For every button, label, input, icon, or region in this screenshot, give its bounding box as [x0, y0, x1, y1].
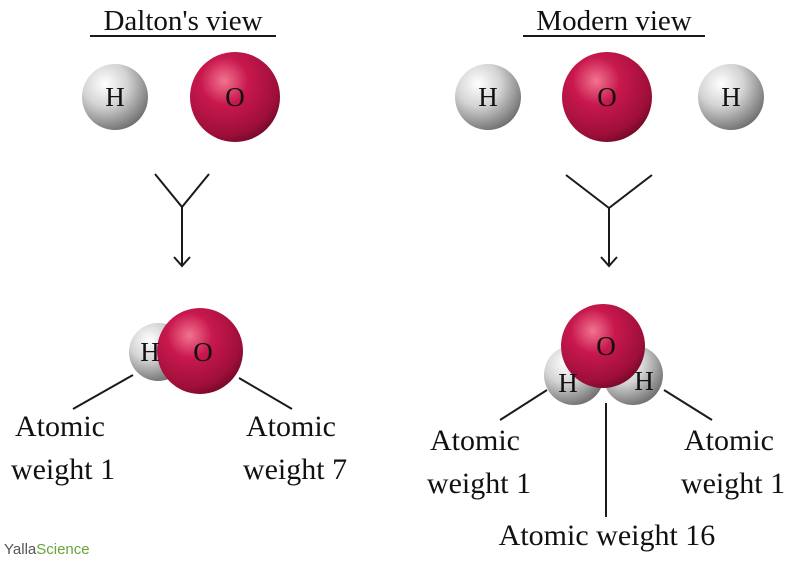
dalton-panel: Dalton's view H O H O Atomic weigh	[11, 5, 347, 486]
modern-oxygen-symbol: O	[597, 82, 617, 112]
dalton-molecule-hydrogen-symbol: H	[140, 337, 160, 367]
modern-title: Modern view	[536, 5, 691, 37]
modern-caption-oxygen: Atomic weight 16	[499, 519, 716, 552]
modern-hydrogen-symbol-left: H	[478, 82, 498, 112]
modern-caption-left-line1: Atomic	[430, 424, 520, 457]
dalton-molecule: H O	[129, 308, 243, 394]
modern-right-hydrogen-leader	[663, 389, 713, 421]
dalton-oxygen-symbol: O	[225, 82, 245, 112]
dalton-oxygen-leader	[238, 377, 293, 410]
dalton-molecule-oxygen-symbol: O	[193, 337, 213, 367]
modern-oxygen-atom: O	[562, 52, 652, 142]
modern-hydrogen-atom-left: H	[455, 64, 521, 130]
dalton-caption-h-line2: weight 1	[11, 453, 115, 486]
modern-molecule-hydrogen-symbol-right: H	[634, 366, 654, 396]
dalton-hydrogen-leader	[72, 374, 134, 410]
modern-molecule-hydrogen-symbol-left: H	[558, 368, 578, 398]
watermark-logo: YallaScience	[4, 541, 90, 558]
modern-hydrogen-symbol-right: H	[721, 82, 741, 112]
dalton-combine-arrow	[154, 173, 210, 268]
dalton-caption-o-line2: weight 7	[243, 453, 347, 486]
dalton-title: Dalton's view	[103, 5, 262, 37]
modern-hydrogen-atom-right: H	[698, 64, 764, 130]
dalton-hydrogen-atom: H	[82, 64, 148, 130]
dalton-caption-o-line1: Atomic	[246, 410, 336, 443]
watermark-brand-accent: Science	[36, 541, 90, 558]
modern-left-hydrogen-leader	[499, 389, 548, 421]
modern-molecule: O H H	[544, 304, 663, 405]
modern-combine-arrow	[565, 174, 653, 268]
modern-caption-right-line2: weight 1	[681, 467, 785, 500]
modern-caption-left-line2: weight 1	[427, 467, 531, 500]
dalton-hydrogen-symbol: H	[105, 82, 125, 112]
dalton-caption-h-line1: Atomic	[15, 410, 105, 443]
modern-molecule-oxygen-symbol: O	[596, 331, 616, 361]
modern-panel: Modern view H O H O H H	[427, 5, 785, 552]
modern-caption-right-line1: Atomic	[684, 424, 774, 457]
dalton-oxygen-atom: O	[190, 52, 280, 142]
watermark-brand-plain: Yalla	[4, 541, 37, 558]
